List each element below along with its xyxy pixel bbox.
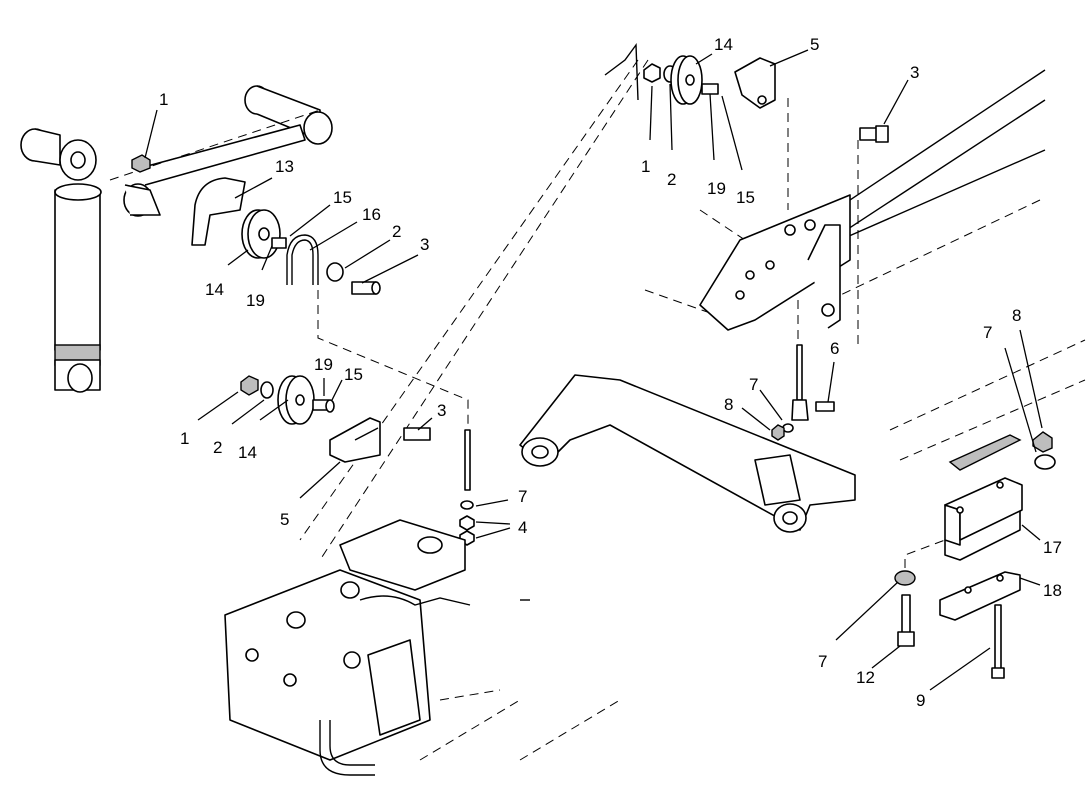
- callout-4: 4: [518, 518, 527, 537]
- callout-1: 1: [180, 429, 189, 448]
- pulley-14-top-right: [643, 55, 719, 105]
- callout-6: 6: [830, 339, 839, 358]
- bolt-3-right: [857, 125, 889, 350]
- callout-19: 19: [246, 291, 265, 310]
- callout-1: 1: [159, 90, 168, 109]
- cable-loop-16: [286, 234, 319, 285]
- pulley-14-upper: [241, 209, 281, 259]
- callout-7: 7: [818, 652, 827, 671]
- callout-18: 18: [1043, 581, 1062, 600]
- callout-12: 12: [856, 668, 875, 687]
- callout-16: 16: [362, 205, 381, 224]
- shock-absorber: [20, 128, 102, 393]
- lower-arm-assembly: [519, 374, 856, 533]
- callout-2: 2: [667, 170, 676, 189]
- mounting-plate-lower-left: [224, 519, 471, 776]
- callout-2: 2: [213, 438, 222, 457]
- cable-guide-13: [191, 177, 246, 246]
- callout-14: 14: [205, 280, 224, 299]
- callout-15: 15: [344, 365, 363, 384]
- callout-3: 3: [420, 235, 429, 254]
- bracket-5-lower: [329, 417, 381, 463]
- bracket-5-top-right: [734, 57, 776, 109]
- callout-8: 8: [1012, 306, 1021, 325]
- callout-2: 2: [392, 222, 401, 241]
- callout-15: 15: [333, 188, 352, 207]
- callout-labels: 1 13 15 16 2 3 14 19 19 15 1 2 14 3 5 7 …: [159, 35, 1062, 710]
- callout-5: 5: [810, 35, 819, 54]
- cable-center-right: [771, 300, 835, 441]
- callout-7: 7: [518, 487, 527, 506]
- callout-15: 15: [736, 188, 755, 207]
- callout-7: 7: [983, 323, 992, 342]
- callout-17: 17: [1043, 538, 1062, 557]
- clamp-assembly-right: [894, 431, 1056, 679]
- callout-14: 14: [238, 443, 257, 462]
- small-hardware-upper-left: [131, 154, 381, 295]
- callout-3: 3: [910, 63, 919, 82]
- callout-1: 1: [641, 157, 650, 176]
- main-frame-right: [699, 194, 851, 331]
- callout-19: 19: [314, 355, 333, 374]
- callout-7: 7: [749, 375, 758, 394]
- callout-8: 8: [724, 395, 733, 414]
- callout-13: 13: [275, 157, 294, 176]
- callout-14: 14: [714, 35, 733, 54]
- pulley-14-lower: [240, 375, 335, 425]
- callout-19: 19: [707, 179, 726, 198]
- leader-lines: [144, 49, 1043, 691]
- upper-arm-left: [109, 85, 333, 217]
- callout-5: 5: [280, 510, 289, 529]
- callout-9: 9: [916, 691, 925, 710]
- cable-lower: [317, 290, 475, 546]
- callout-3: 3: [437, 401, 446, 420]
